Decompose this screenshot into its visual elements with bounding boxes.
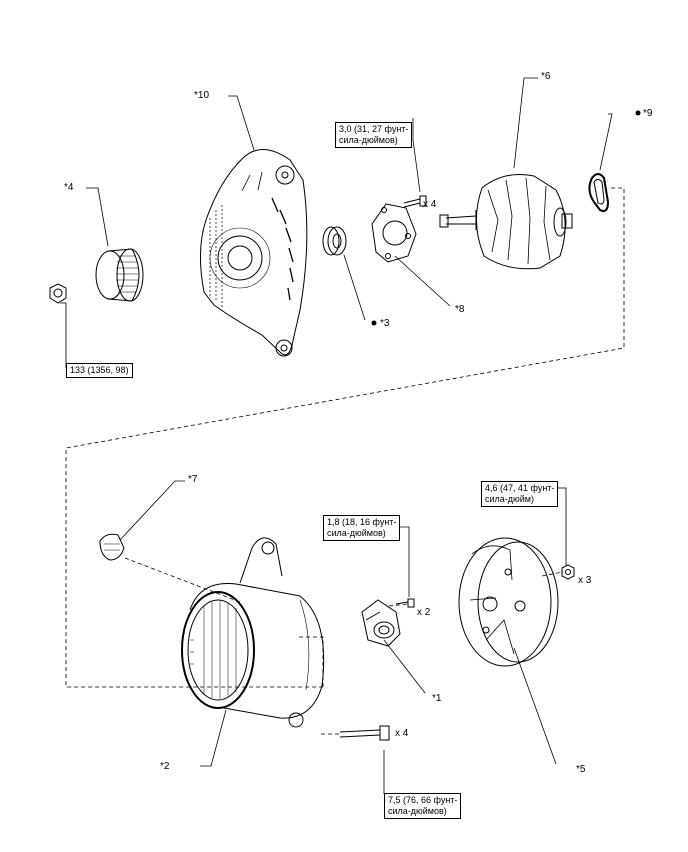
- drive-end-frame-part: [199, 149, 308, 357]
- torque-spec-brush-holder: 1,8 (18, 16 фунт- сила-дюймов): [323, 515, 401, 541]
- pulley-part: [95, 248, 144, 302]
- torque-spec-rear-cover-nut: 4,6 (47, 41 фунт- сила-дюйм): [481, 481, 559, 507]
- torque-spec-line: 3,0 (31, 27 фунт-: [339, 124, 409, 134]
- callout-1: *1: [432, 693, 442, 704]
- bearing-part: [322, 226, 347, 256]
- torque-spec-pulley-nut: 133 (1356, 98): [66, 363, 133, 378]
- callout-6: *6: [541, 71, 551, 82]
- new-part-dot: [371, 320, 377, 326]
- rotor-part: [439, 174, 573, 270]
- rear-cover-nut-part: [561, 564, 575, 580]
- new-part-dot: [635, 110, 641, 116]
- torque-spec-line: сила-дюйм): [485, 494, 534, 504]
- quantity-through-bolts: x 4: [395, 728, 409, 739]
- callout-9: *9: [643, 108, 653, 119]
- rear-cover-part: [458, 537, 559, 667]
- terminal-insulator-part: [99, 533, 125, 561]
- retainer-plate-part: [371, 203, 417, 263]
- callout-8: *8: [455, 304, 465, 315]
- torque-spec-line: 133 (1356, 98): [70, 365, 129, 375]
- rectifier-end-frame-part: [181, 537, 325, 728]
- callout-5: *5: [576, 764, 586, 775]
- torque-spec-line: сила-дюймов): [388, 806, 447, 816]
- callout-7: *7: [188, 474, 198, 485]
- torque-spec-line: 1,8 (18, 16 фунт-: [327, 517, 397, 527]
- callout-10: *10: [194, 90, 210, 101]
- torque-spec-line: сила-дюймов): [339, 135, 398, 145]
- quantity-rear-cover-nuts: x 3: [578, 575, 592, 586]
- brush-holder-part: [361, 599, 401, 647]
- callout-3: *3: [380, 318, 390, 329]
- torque-spec-line: 7,5 (76, 66 фунт-: [388, 795, 458, 805]
- torque-spec-line: сила-дюймов): [327, 528, 386, 538]
- callout-2: *2: [160, 761, 170, 772]
- brush-holder-screw-part: [395, 598, 415, 608]
- leader-lines: [60, 77, 613, 794]
- retainer-screw-part: [403, 195, 427, 208]
- torque-spec-through-bolt: 7,5 (76, 66 фунт- сила-дюймов): [384, 793, 462, 819]
- pulley-nut-part: [49, 283, 67, 304]
- through-bolt-part: [339, 725, 390, 741]
- seal-ring-part: [588, 173, 610, 212]
- torque-spec-line: 4,6 (47, 41 фунт-: [485, 483, 555, 493]
- torque-spec-retainer: 3,0 (31, 27 фунт- сила-дюймов): [335, 122, 413, 148]
- quantity-brush-holder-screws: x 2: [417, 607, 431, 618]
- quantity-retainer-screws: x 4: [423, 199, 437, 210]
- callout-4: *4: [64, 182, 74, 193]
